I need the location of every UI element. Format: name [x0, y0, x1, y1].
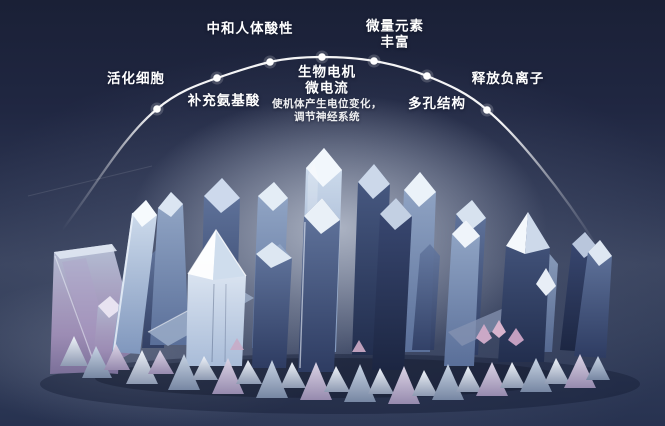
arc-dot — [213, 74, 221, 82]
front-crystals — [50, 198, 612, 374]
label-porous-structure: 多孔结构 — [408, 96, 466, 112]
base-shards — [60, 336, 610, 404]
label-bio-electricity-note-line1: 使机体产生电位变化， — [272, 98, 382, 110]
arc-dot — [318, 53, 326, 61]
label-trace-elements: 微量元素 丰富 — [366, 18, 424, 51]
label-bio-electricity-line1: 生物电机 — [298, 64, 356, 81]
arc-dot — [483, 106, 491, 114]
label-trace-elements-line1: 微量元素 — [366, 18, 424, 35]
label-activate-cells: 活化细胞 — [107, 71, 165, 87]
arc-dot — [370, 57, 378, 65]
label-trace-elements-line2: 丰富 — [380, 34, 410, 50]
label-bio-electricity-note: 使机体产生电位变化， 调节神经系统 — [272, 98, 382, 124]
pink-crystals — [230, 320, 524, 352]
arc-dot — [266, 58, 274, 66]
arc-dots — [150, 50, 494, 117]
arc-dot — [423, 72, 431, 80]
label-replenish-amino-acids: 补充氨基酸 — [187, 93, 261, 109]
arc-dot — [153, 105, 161, 113]
label-bio-electricity-line2: 微电流 — [305, 80, 349, 96]
faint-flare-line — [27, 165, 153, 197]
label-bio-electricity: 生物电机 微电流 — [298, 64, 356, 97]
label-release-negative-ions: 释放负离子 — [471, 71, 545, 87]
label-neutralize-body-acidity: 中和人体酸性 — [206, 21, 294, 37]
label-bio-electricity-note-line2: 调节神经系统 — [294, 111, 360, 123]
